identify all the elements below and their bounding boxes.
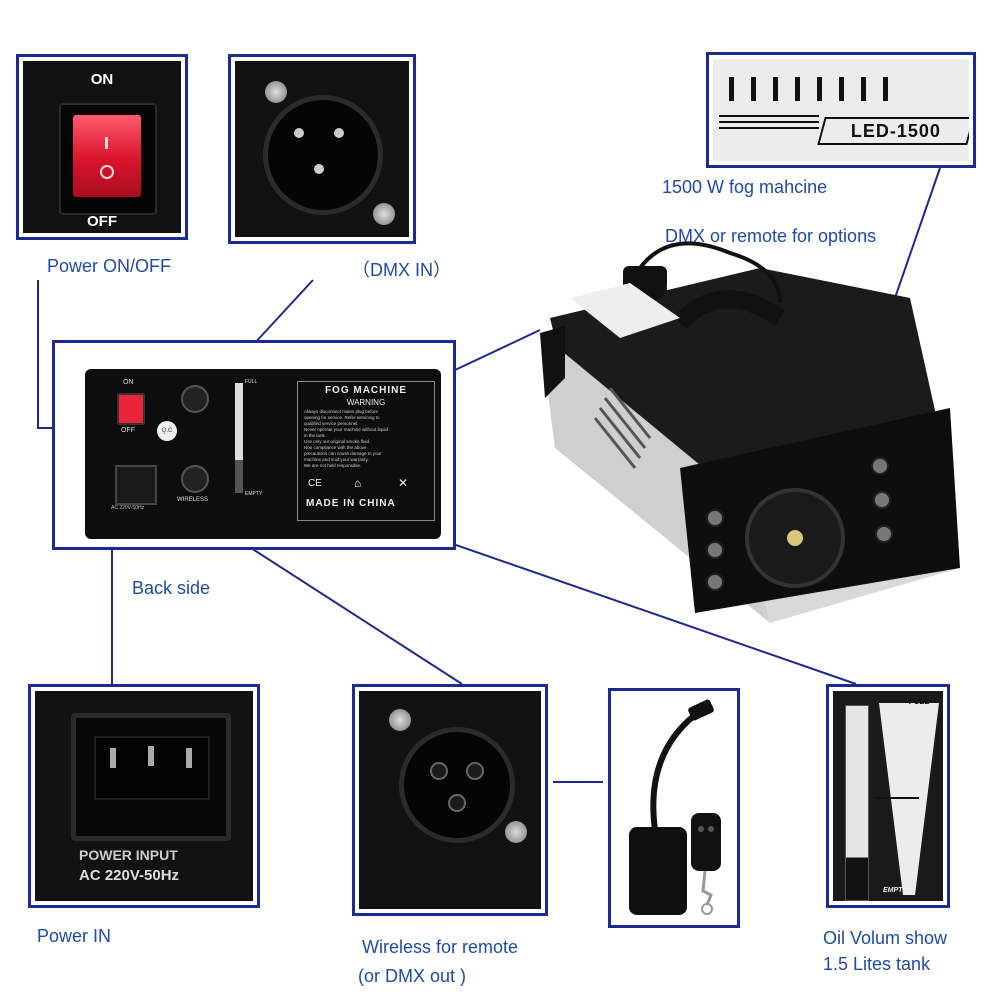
screw-icon	[373, 203, 395, 225]
tank-caption-line1: Oil Volum show	[823, 928, 948, 948]
off-label: OFF	[87, 213, 117, 230]
wireless-caption-line1: Wireless for remote	[362, 937, 519, 957]
power-switch-panel: ON OFF	[16, 54, 188, 240]
back-side-panel: ON OFF Q.C AC 220V-50Hz WIRELESS FULL EM…	[52, 340, 456, 550]
qc-sticker: Q.C	[157, 421, 177, 441]
weee-bin-icon: ✕	[398, 476, 409, 490]
dmx-in-photo	[235, 61, 409, 237]
back-full-label: FULL	[245, 379, 258, 385]
tank-window	[845, 705, 869, 901]
power-input-label: POWER INPUT	[79, 847, 178, 863]
back-dmx-connector	[181, 385, 209, 413]
fog-machine-illustration	[540, 241, 960, 623]
back-title: FOG MACHINE	[324, 385, 408, 396]
back-wireless-label: WIRELESS	[177, 497, 209, 503]
dmx-in-panel	[228, 54, 416, 244]
screw-icon	[505, 821, 527, 843]
ce-mark-icon: CE	[308, 478, 322, 489]
back-power-rating: AC 220V-50Hz	[111, 505, 145, 511]
power-in-caption: Power IN	[37, 926, 112, 946]
back-on-label: ON	[123, 379, 134, 386]
tank-empty-label: EMPTY	[883, 887, 908, 894]
led-badge-panel: LED-1500	[706, 52, 976, 168]
model-badge: LED-1500	[817, 117, 969, 145]
back-side-caption: Back side	[132, 578, 211, 598]
wireless-caption-line2: (or DMX out )	[358, 966, 467, 986]
remote-photo	[615, 695, 733, 921]
dmx-in-caption: （DMX IN）	[352, 260, 451, 280]
back-wireless-connector	[181, 465, 209, 493]
back-tank-gauge	[235, 383, 243, 493]
screw-icon	[265, 81, 287, 103]
tank-full-label: FULL	[909, 697, 930, 706]
xlr-male-connector	[263, 95, 383, 215]
back-side-photo: ON OFF Q.C AC 220V-50Hz WIRELESS FULL EM…	[59, 347, 449, 543]
back-empty-label: EMPTY	[245, 491, 263, 497]
back-power-socket	[115, 465, 157, 505]
power-switch-photo: ON OFF	[23, 61, 181, 233]
tank-gauge-panel: FULL EMPTY	[826, 684, 950, 908]
home-symbol-icon: ⌂	[354, 476, 362, 490]
tank-scale	[879, 703, 939, 895]
switch-off-mark	[100, 165, 114, 179]
screw-icon	[389, 709, 411, 731]
led-badge-photo: LED-1500	[713, 59, 969, 161]
power-rating-label: AC 220V-50Hz	[79, 867, 180, 884]
fog-machine-caption: 1500 W fog mahcine	[662, 177, 828, 197]
xlr-female-connector	[399, 727, 515, 843]
iec-socket	[71, 713, 231, 841]
wireless-panel	[352, 684, 548, 916]
dmx-remote-caption: DMX or remote for options	[665, 226, 877, 246]
qc-label: Q.C	[161, 428, 173, 434]
back-plate: ON OFF Q.C AC 220V-50Hz WIRELESS FULL EM…	[85, 369, 441, 539]
power-switch-caption: Power ON/OFF	[47, 256, 172, 276]
back-off-label: OFF	[121, 427, 135, 434]
on-label: ON	[90, 71, 114, 88]
switch-on-mark	[105, 137, 108, 149]
power-in-panel: POWER INPUT AC 220V-50Hz	[28, 684, 260, 908]
wireless-photo	[359, 691, 541, 909]
model-label: LED-1500	[850, 120, 942, 141]
line-back-to-machine	[454, 329, 541, 371]
led-indicator-bars	[729, 77, 905, 106]
power-rocker-switch[interactable]	[73, 115, 141, 197]
back-power-switch[interactable]	[117, 393, 145, 425]
back-warning-title: WARNING	[346, 398, 386, 407]
badge-stripes	[719, 115, 819, 129]
remote-panel	[608, 688, 740, 928]
remote-receiver-illustration	[629, 699, 721, 915]
switch-bezel	[59, 103, 157, 215]
tank-caption-line2: 1.5 Lites tank	[823, 954, 931, 974]
power-in-photo: POWER INPUT AC 220V-50Hz	[35, 691, 253, 901]
tank-half-mark	[877, 797, 919, 799]
back-label-plate: FOG MACHINE WARNING Always disconnect ma…	[297, 381, 435, 521]
tank-gauge-photo: FULL EMPTY	[833, 691, 943, 901]
back-warning-lines: Always disconnect mains plug before open…	[304, 409, 389, 468]
back-made-in: MADE IN CHINA	[306, 498, 396, 509]
